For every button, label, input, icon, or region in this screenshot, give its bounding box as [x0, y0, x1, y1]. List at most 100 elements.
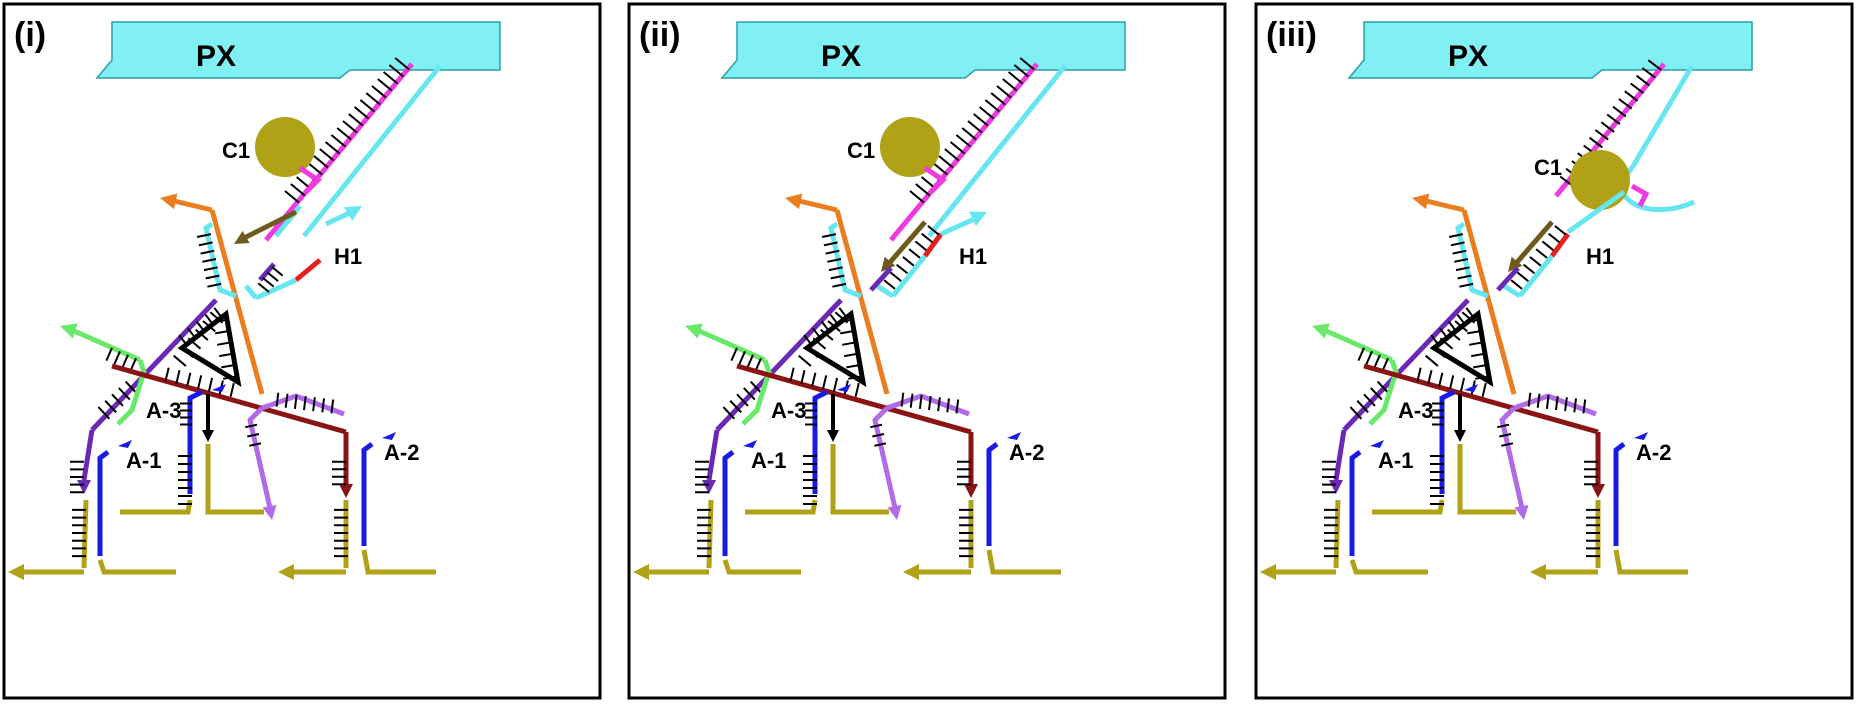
cyan-hook-ticks [196, 233, 222, 288]
cyan-hook-ticks [1448, 233, 1474, 288]
h1-cyan [274, 204, 302, 238]
green-hook [741, 359, 772, 426]
purple-arrow [702, 480, 716, 494]
green-arrow [60, 323, 78, 339]
a3-blue [1439, 389, 1456, 494]
lilac-ticks [275, 392, 335, 414]
lilac-down [872, 406, 898, 509]
h1-cyan-lower [1518, 254, 1554, 298]
pxduplex-ticks [909, 57, 1035, 204]
a1-label: A-1 [126, 448, 161, 473]
lilac-ticks [1527, 392, 1587, 414]
green-arrow [685, 323, 703, 339]
orange-tail [169, 197, 213, 213]
a1-olive-arrow [633, 564, 649, 580]
green-hook [1368, 359, 1399, 426]
cyan-strand-upper [1629, 64, 1695, 170]
a1-olive-right [1349, 559, 1428, 575]
h1-cyan-tail [1566, 189, 1626, 235]
a3-olive-ticks [178, 455, 192, 505]
h1-purple [258, 262, 276, 282]
a1-olive-arrow [1260, 564, 1276, 580]
green-ticks [1357, 347, 1389, 372]
h1-label: H1 [959, 244, 987, 269]
h1-ticks [1510, 225, 1567, 290]
orange-arrow [785, 193, 803, 210]
h1-cyan-lower [891, 254, 927, 298]
a3-olive-right [205, 444, 264, 515]
h1-ticks [257, 266, 284, 293]
h1-arrow [969, 211, 987, 227]
green-arrow [1312, 323, 1330, 339]
maroon-strand [1363, 363, 1599, 435]
lilac-arrow [1514, 504, 1529, 520]
a2-ticks-lower [1586, 508, 1600, 558]
c1-linker [923, 165, 947, 194]
purple-ticks-lower [97, 380, 138, 420]
orange-arrow [160, 193, 178, 210]
a2-olive-right [1613, 549, 1688, 575]
h1-red [922, 232, 944, 258]
h1-cyan-corner [875, 283, 895, 299]
c1-bead [1570, 150, 1630, 210]
a1-blue-hook [1370, 440, 1384, 448]
h1-label: H1 [334, 244, 362, 269]
lilac-ticks-lower [245, 423, 262, 447]
c1-linker [1630, 183, 1650, 208]
panel-frame [1254, 2, 1854, 700]
a3-blue [812, 389, 829, 494]
panel-frame [2, 2, 602, 700]
a3-black-arrow [827, 430, 839, 442]
c1-label: C1 [847, 138, 875, 163]
pxduplex-ticks [284, 57, 410, 204]
h1-red [1549, 232, 1571, 258]
orange-tail [1421, 197, 1465, 213]
maroon-strand [111, 363, 347, 435]
a1-olive-arrow [8, 564, 24, 580]
a3-ticks [180, 402, 192, 426]
lilac-arrow [887, 504, 902, 520]
a3-ticks [1432, 402, 1444, 426]
green-strand [1322, 327, 1394, 363]
triangle-ticks-upper [803, 307, 848, 346]
lilac-arrow [262, 504, 277, 520]
px-label: PX [1448, 40, 1488, 73]
a2-ticks-lower [334, 508, 348, 558]
a1-label: A-1 [1378, 448, 1413, 473]
a1-ticks-upper [70, 460, 84, 494]
a3-ticks [805, 402, 817, 426]
px-label: PX [821, 40, 861, 73]
px-surface [1347, 21, 1753, 79]
maroon-arrow [339, 484, 353, 498]
a2-olive-right [361, 549, 436, 575]
a3-label: A-3 [771, 398, 806, 423]
h1-red [294, 258, 322, 282]
triangle-ticks-right [1465, 318, 1490, 380]
a3-blue-hook [212, 384, 226, 392]
a2-olive-arrow [903, 564, 919, 580]
lilac-ticks-lower [870, 423, 887, 447]
orange-strand [209, 209, 265, 395]
px-surface [95, 21, 501, 79]
purple-ticks-lower [1349, 380, 1390, 420]
a3-olive-ticks [803, 455, 817, 505]
a1-label: A-1 [751, 448, 786, 473]
h1-purple [1496, 266, 1520, 292]
purple-arrow [77, 480, 91, 494]
a3-blue [187, 389, 204, 494]
a3-black-arrow [202, 430, 214, 442]
a1-blue [97, 450, 110, 556]
a1-ticks-lower [697, 508, 711, 558]
h1-olive-arrow [234, 230, 250, 244]
a1-olive-right [97, 559, 176, 575]
a2-olive-arrow [278, 564, 294, 580]
px-label: PX [196, 40, 236, 73]
a2-label: A-2 [384, 440, 419, 465]
panel-label: (ii) [639, 16, 681, 54]
a2-blue [986, 442, 999, 546]
a2-olive-arrow [1530, 564, 1546, 580]
a1-blue-hook [743, 440, 757, 448]
a2-blue-hook [382, 432, 396, 440]
